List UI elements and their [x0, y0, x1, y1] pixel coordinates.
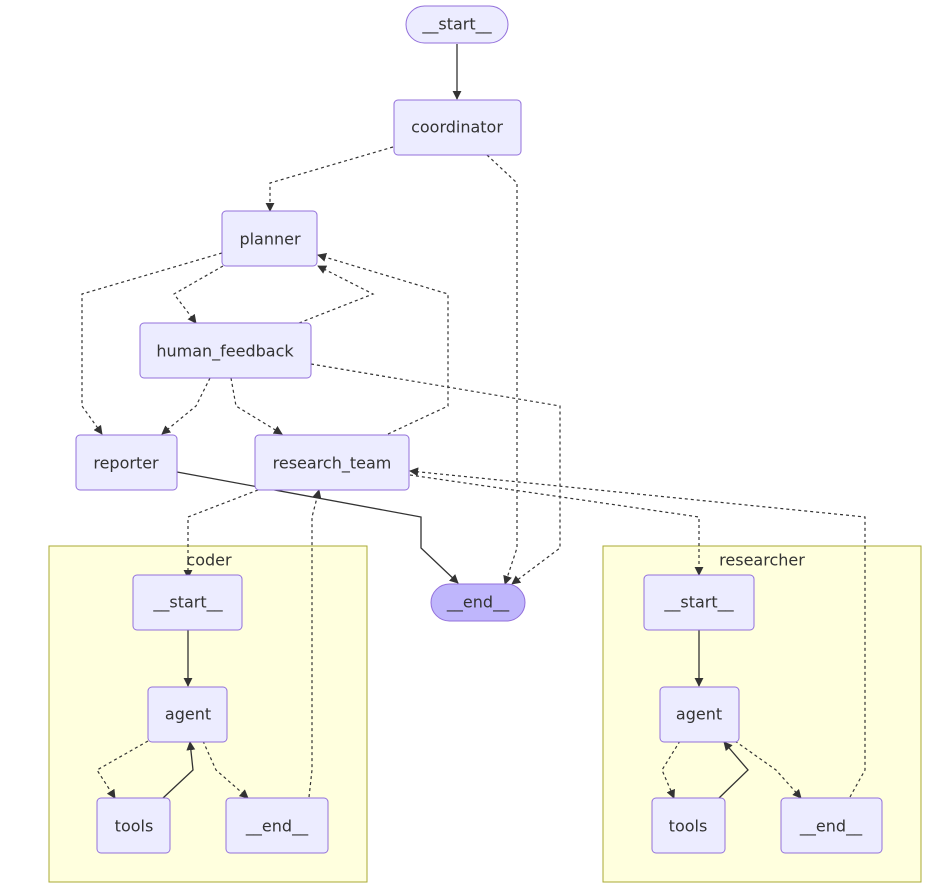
node-start[interactable]: __start__	[405, 5, 509, 44]
edge-researcher-end-research-team	[409, 467, 866, 798]
node-end[interactable]: __end__	[430, 583, 526, 622]
node-coder-start-label: __start__	[152, 593, 223, 613]
cluster-coder-title: coder	[186, 551, 232, 570]
node-reporter-label: reporter	[93, 454, 159, 473]
edge-coder-tools-agent	[162, 741, 196, 799]
node-human-feedback[interactable]: human_feedback	[139, 322, 312, 379]
edge-human-feedback-end	[310, 363, 561, 585]
node-researcher-end[interactable]: __end__	[780, 797, 883, 854]
node-researcher-start-label: __start__	[663, 593, 734, 613]
node-planner-label: planner	[239, 230, 301, 249]
edge-coder-end-research-team	[308, 489, 322, 798]
edge-researcher-tools-agent	[718, 741, 749, 799]
edge-coder-agent-end	[202, 740, 249, 799]
edge-coder-agent-tools	[96, 740, 149, 799]
node-coder-tools[interactable]: tools	[96, 797, 171, 854]
node-end-label: __end__	[446, 593, 510, 613]
node-researcher-tools-label: tools	[669, 817, 708, 836]
node-research-team[interactable]: research_team	[254, 434, 410, 491]
edge-planner-reporter	[81, 252, 223, 435]
node-researcher-tools[interactable]: tools	[651, 797, 726, 854]
node-researcher-agent[interactable]: agent	[659, 686, 740, 743]
edge-coordinator-planner	[265, 146, 394, 212]
node-planner[interactable]: planner	[221, 210, 318, 267]
edge-researcher-agent-tools	[661, 740, 681, 799]
edge-researcher-agent-end	[734, 740, 802, 799]
edge-research-team-coder	[183, 489, 259, 579]
edge-research-team-researcher	[409, 474, 704, 576]
node-coder-tools-label: tools	[115, 817, 154, 836]
node-coder-end[interactable]: __end__	[225, 797, 329, 854]
node-coder-start[interactable]: __start__	[132, 574, 243, 631]
edge-coordinator-end	[486, 154, 518, 585]
node-coordinator-label: coordinator	[411, 118, 503, 137]
edge-human-feedback-planner	[298, 265, 375, 324]
node-coder-agent-label: agent	[165, 705, 211, 724]
node-research-team-label: research_team	[273, 454, 392, 474]
node-researcher-start[interactable]: __start__	[643, 574, 755, 631]
node-coder-end-label: __end__	[245, 817, 309, 837]
edge-human-feedback-research-team	[230, 377, 283, 435]
edge-research-team-planner	[317, 253, 449, 435]
node-coordinator[interactable]: coordinator	[393, 99, 522, 156]
node-human-feedback-label: human_feedback	[156, 342, 294, 362]
edge-human-feedback-reporter	[161, 377, 211, 435]
node-researcher-end-label: __end__	[799, 817, 863, 837]
node-coder-agent[interactable]: agent	[147, 686, 228, 743]
edge-planner-human-feedback	[173, 265, 224, 324]
cluster-researcher-title: researcher	[719, 551, 805, 570]
node-start-label: __start__	[421, 15, 492, 35]
edge-reporter-end	[176, 471, 459, 584]
node-reporter[interactable]: reporter	[75, 434, 178, 491]
edges	[81, 44, 866, 799]
node-researcher-agent-label: agent	[676, 705, 722, 724]
